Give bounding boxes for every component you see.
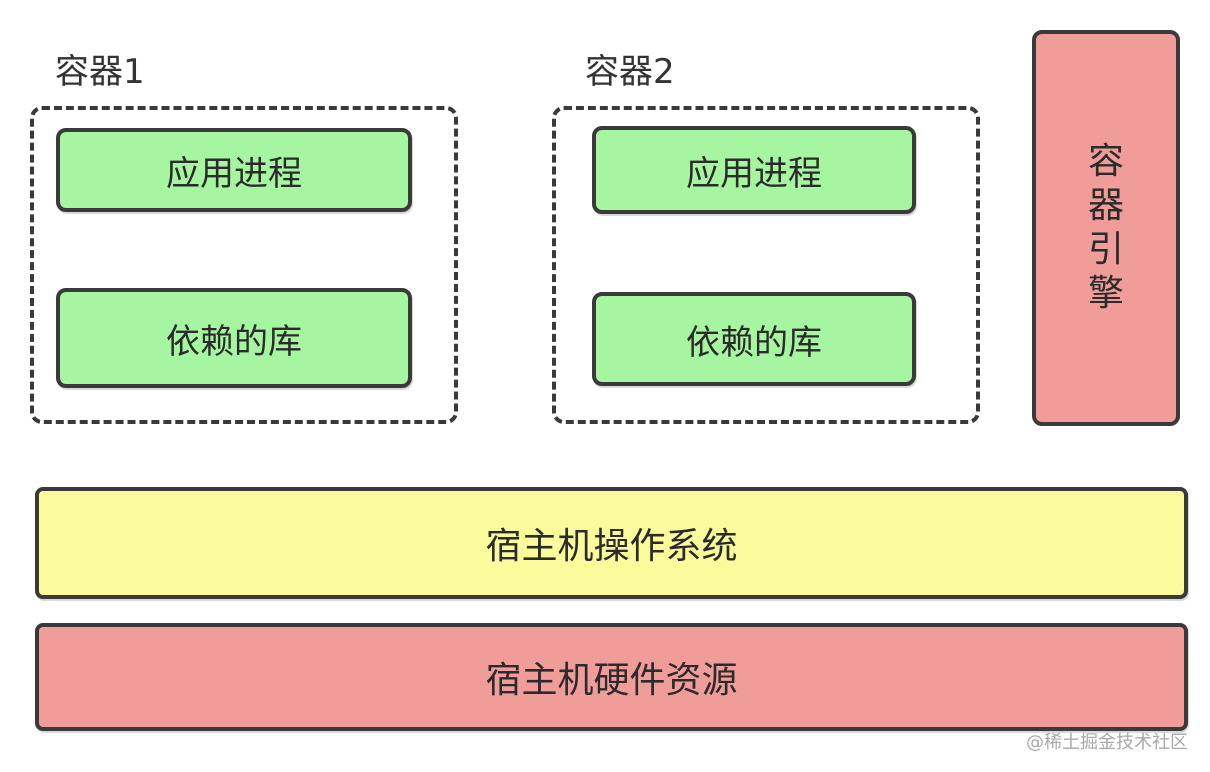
container-engine: 容 器 引 擎 [1032,30,1180,426]
container-2-title: 容器2 [585,52,675,92]
container-engine-char-4: 擎 [1087,273,1124,314]
container-engine-char-1: 容 [1087,141,1124,182]
container-engine-char-3: 引 [1087,229,1124,270]
watermark: @稀土掘金技术社区 [1026,732,1188,753]
host-hardware-layer: 宿主机硬件资源 [35,623,1188,731]
container-2-dependent-libs: 依赖的库 [592,292,916,386]
host-os-layer: 宿主机操作系统 [35,487,1188,599]
container-engine-label: 容 器 引 擎 [1088,140,1124,316]
container-1-dependent-libs: 依赖的库 [56,288,412,388]
container-2-app-process: 应用进程 [592,126,916,214]
container-1-title: 容器1 [55,52,145,92]
container-1-app-process: 应用进程 [56,128,412,212]
container-2-boundary [552,106,980,424]
container-engine-char-2: 器 [1087,185,1124,226]
container-1-boundary [30,106,458,424]
